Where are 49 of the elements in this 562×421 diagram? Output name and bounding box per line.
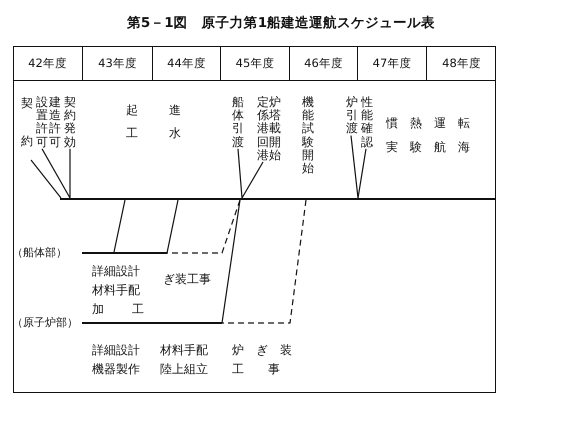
leader-line [241,162,264,198]
milestone-label: 契約 [21,84,33,160]
year-cell: 46年度 [290,46,358,81]
milestone-label: 定係港回港 [257,96,269,162]
task-label: 材料手配 [160,343,208,358]
timeline-bar [60,198,496,200]
leader-line [350,136,359,198]
year-cell: 43年度 [83,46,153,81]
section-label: （原子炉部） [12,316,78,330]
phase-label: 慣熱運転 [386,116,482,130]
task-label: 陸上組立 [160,362,208,376]
dashed-line [167,200,241,254]
timeline-bar [82,322,222,324]
task-label: 材料手配 [92,283,140,298]
leader-line [221,200,241,324]
phase-label: 実験航海 [386,140,482,154]
diagram-title: 第5－1図 原子力第1船建造運航スケジュール表 [126,14,436,32]
task-label: 機器製作 [92,362,140,376]
task-label: 工事 [232,362,304,376]
leader-line [69,148,71,198]
leader-line [166,200,179,254]
year-cell: 45年度 [221,46,290,81]
milestone-label: 設置許可 [36,96,48,149]
milestone-label: 進水 [169,102,181,142]
leader-line [113,200,126,252]
year-cell: 44年度 [153,46,221,81]
year-cell: 47年度 [358,46,427,81]
vertical-label: 機能試験開始 [302,96,314,176]
leader-line [41,148,71,198]
milestone-label: 起工 [126,102,138,142]
leader-line [357,148,367,198]
task-label: 詳細設計 [92,343,140,358]
timeline-bar [82,252,167,254]
milestone-label: 契約発効 [64,96,76,149]
vertical-label: 建造許可 [49,96,61,149]
leader-line [237,148,243,198]
task-label: 炉ぎ装 [232,343,304,358]
task-label: 詳細設計 [92,264,140,278]
task-label: 加工 [92,302,172,316]
vertical-label: 炉塔載開始 [269,96,281,162]
year-cell: 48年度 [427,46,496,81]
milestone-label: 炉引渡 [346,96,358,136]
dashed-line [222,200,307,324]
milestone-label: 船体引渡 [232,96,244,149]
section-label: （船体部） [12,246,67,260]
leader-line [30,160,62,198]
milestone-label: 性能確認 [361,96,373,149]
task-label: ぎ装工事 [163,272,211,286]
year-cell: 42年度 [13,46,83,81]
